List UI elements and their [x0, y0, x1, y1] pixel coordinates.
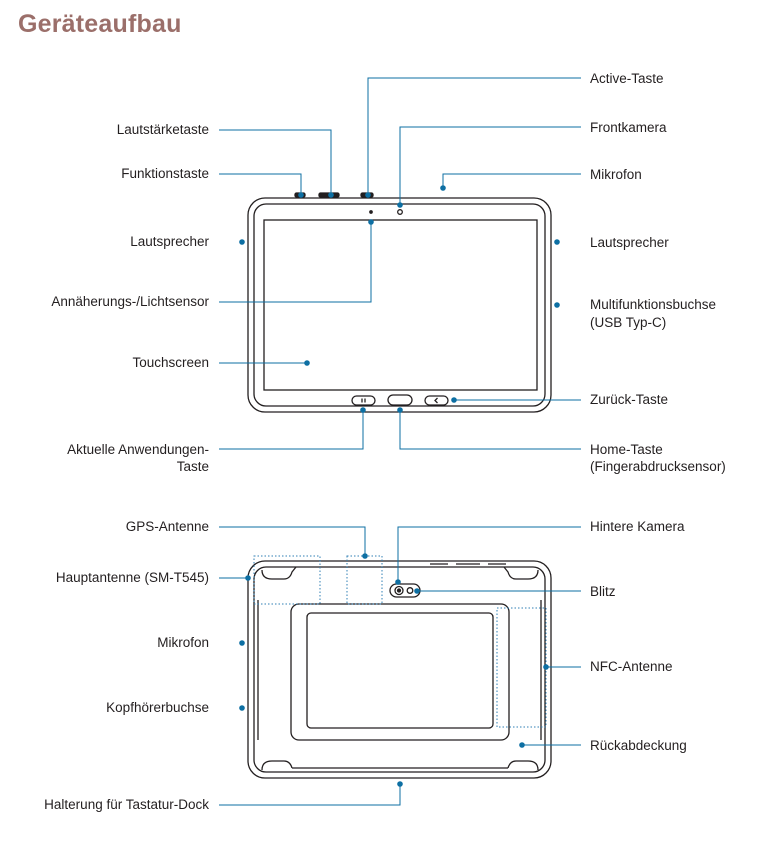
flash-shape	[406, 587, 414, 594]
label-touchscreen: Touchscreen	[132, 355, 209, 370]
label-home-key-line2: (Fingerabdrucksensor)	[590, 459, 726, 474]
label-multipurpose-jack-line2: (USB Typ-C)	[590, 315, 667, 330]
label-main-antenna: Hauptantenne (SM-T545)	[55, 570, 209, 585]
back-body-outer	[247, 560, 552, 779]
nfc-antenna-zone	[496, 607, 547, 728]
label-speaker-right: Lautsprecher	[590, 235, 669, 250]
label-headset-jack: Kopfhörerbuchse	[106, 700, 209, 715]
label-microphone-front: Mikrofon	[590, 167, 642, 182]
label-recent-apps-line2: Taste	[176, 459, 209, 474]
back-leader-dots	[239, 553, 549, 787]
label-multipurpose-jack-line1: Multifunktionsbuchse	[590, 297, 717, 312]
screen-shape	[263, 219, 538, 391]
main-antenna-zone	[253, 555, 321, 605]
label-function-key: Funktionstaste	[121, 166, 209, 181]
recent-apps-key-shape	[351, 395, 376, 406]
label-gps-antenna: GPS-Antenne	[125, 519, 209, 534]
label-flash: Blitz	[590, 584, 616, 599]
label-keyboard-dock: Halterung für Tastatur-Dock	[44, 797, 209, 812]
gps-antenna-zone	[346, 555, 383, 605]
label-recent-apps-line1: Aktuelle Anwendungen-	[67, 442, 209, 457]
back-key-shape	[424, 395, 449, 406]
back-cover-plate	[290, 603, 510, 741]
back-leader-lines	[219, 526, 581, 806]
rear-camera-shape	[394, 585, 404, 596]
label-proximity-sensor: Annäherungs-/Lichtsensor	[51, 294, 209, 309]
label-home-key-line1: Home-Taste	[590, 442, 663, 457]
front-leader-lines	[219, 77, 581, 450]
label-back-key: Zurück-Taste	[590, 392, 669, 407]
label-active-key: Active-Taste	[590, 71, 664, 86]
label-back-cover: Rückabdeckung	[590, 738, 687, 753]
back-device	[247, 560, 552, 779]
label-microphone-back: Mikrofon	[157, 635, 209, 650]
front-body-inner	[253, 203, 546, 407]
label-volume-key: Lautstärketaste	[116, 122, 209, 137]
front-camera-shape	[397, 209, 403, 215]
label-front-camera: Frontkamera	[590, 120, 667, 135]
front-body-outer	[247, 197, 552, 413]
proximity-sensor-shape	[369, 210, 373, 214]
label-rear-camera: Hintere Kamera	[590, 519, 685, 534]
front-leader-dots	[239, 185, 560, 413]
label-speaker-left: Lautsprecher	[130, 234, 209, 249]
label-nfc-antenna: NFC-Antenne	[590, 659, 673, 674]
back-cover-window	[306, 612, 494, 729]
page-title: Geräteaufbau	[18, 10, 182, 38]
home-key-shape	[387, 394, 413, 406]
back-body-inner	[253, 566, 546, 773]
